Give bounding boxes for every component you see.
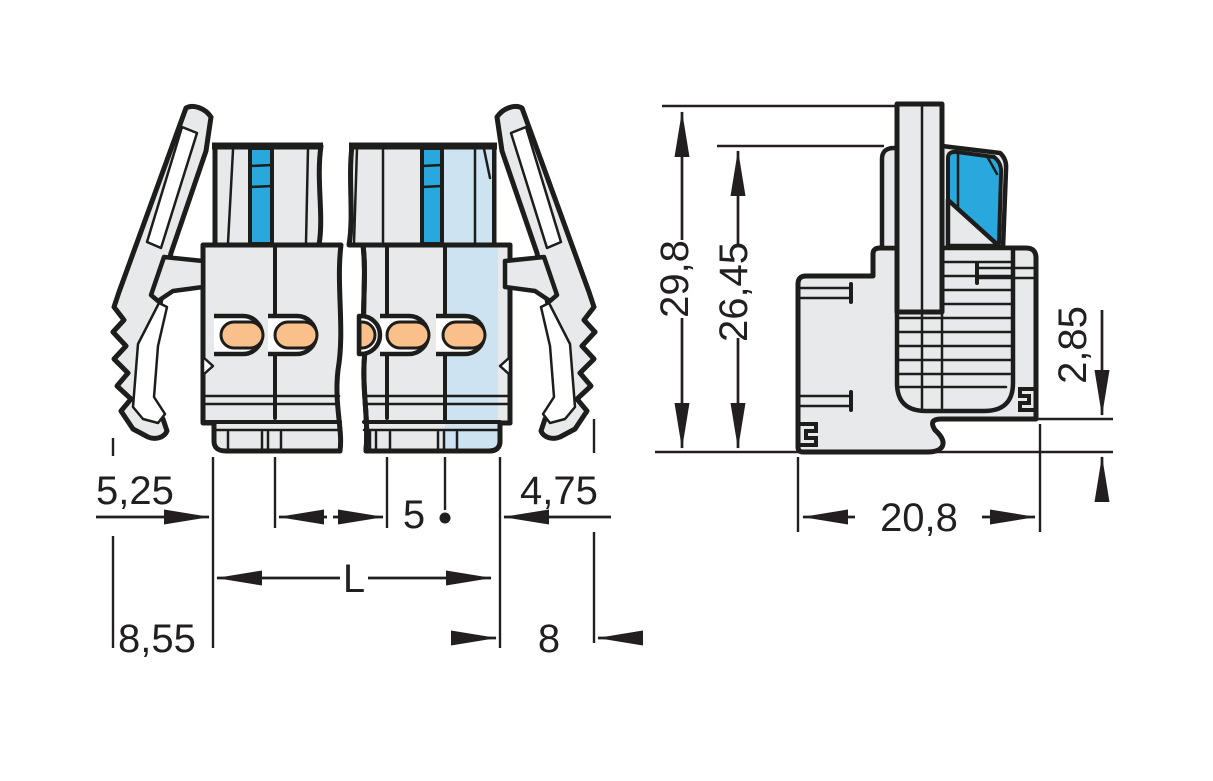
side-foot-hook-right [1018,387,1038,412]
dim-label-offset-right: 4,75 [520,469,598,513]
front-view: 5,25 5 4,75 L 8,55 8 [96,106,643,661]
front-dimensions: 5,25 5 4,75 L 8,55 8 [96,419,643,661]
dim-label-total-height: 29,8 [653,240,697,318]
side-foot-hook-left [796,422,818,447]
dim-label-lever-right: 8 [538,617,560,661]
side-dimensions: 29,8 26,45 2,85 20,8 [653,104,1113,540]
dim-label-pitch: 5 [403,493,425,537]
dim-label-housing-height: 26,45 [712,242,756,342]
front-housing-right-half [346,142,513,454]
dimension-dot [439,512,451,524]
side-mount-slots [796,261,1035,412]
end-pole-light-blue [442,149,492,243]
dim-label-lever-left: 8,55 [118,617,196,661]
dim-label-depth: 20,8 [880,496,958,540]
dim-label-bottom-step: 2,85 [1051,306,1095,384]
locking-lever-left [113,106,211,438]
contact-openings [214,313,485,357]
dim-label-length: L [343,557,365,601]
front-housing-left-half [200,142,344,454]
side-view: 29,8 26,45 2,85 20,8 [653,101,1113,540]
coding-slot-blue-right [420,146,444,246]
side-pcb-tongue [894,101,945,315]
coding-slot-blue-left [248,146,274,246]
dim-label-offset-left: 5,25 [96,469,174,513]
side-housing [795,101,1039,455]
